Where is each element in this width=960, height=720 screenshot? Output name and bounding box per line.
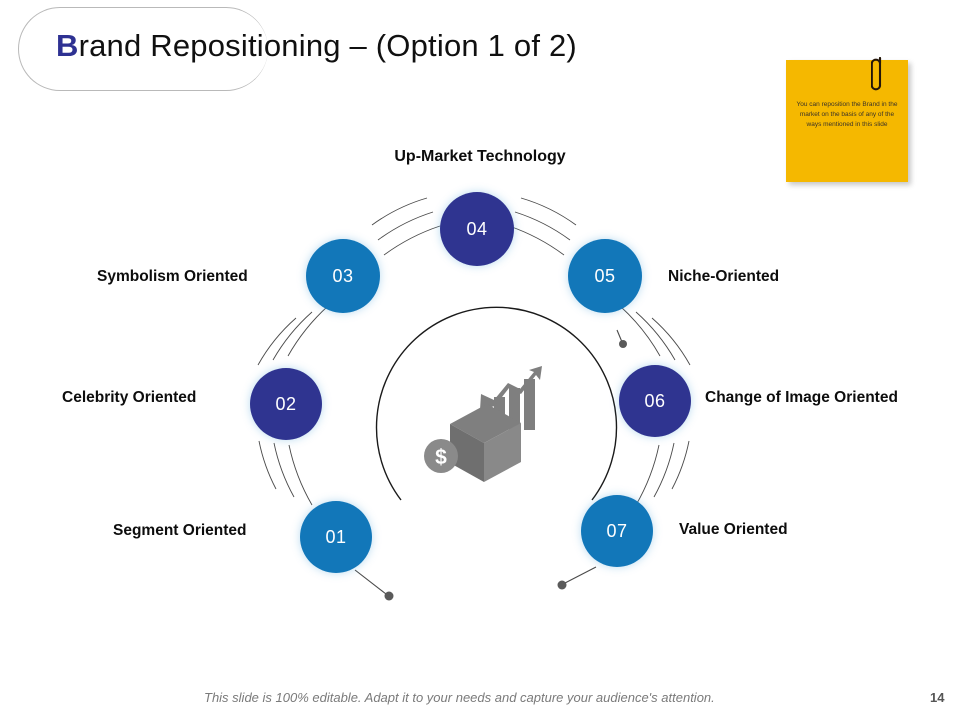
svg-text:$: $: [435, 446, 447, 469]
sticky-note[interactable]: You can reposition the Brand in the mark…: [786, 60, 908, 182]
node-number-02: 02: [275, 393, 297, 414]
node-circle-03[interactable]: 03: [306, 239, 380, 313]
footer-note: This slide is 100% editable. Adapt it to…: [204, 690, 715, 705]
page-title: Brand Repositioning – (Option 1 of 2): [56, 28, 577, 64]
node-circle-02[interactable]: 02: [250, 368, 322, 440]
node-circle-05[interactable]: 05: [568, 239, 642, 313]
center-ring: [375, 306, 618, 501]
node-number-07: 07: [606, 520, 628, 541]
node-label-02: Celebrity Oriented: [62, 389, 197, 406]
node-label-01: Segment Oriented: [113, 522, 247, 539]
sticky-note-text: You can reposition the Brand in the mark…: [796, 101, 898, 128]
node-label-06: Change of Image Oriented: [705, 389, 898, 406]
node-circle-04[interactable]: 04: [440, 192, 514, 266]
node-label-07: Value Oriented: [679, 521, 788, 538]
node-number-05: 05: [594, 265, 616, 286]
page-title-rest: rand Repositioning – (Option 1 of 2): [78, 28, 577, 63]
top-heading-label: Up-Market Technology: [394, 148, 566, 165]
page-title-accent-letter: B: [56, 28, 79, 63]
page-number: 14: [930, 690, 945, 705]
node-number-01: 01: [325, 526, 347, 547]
node-number-06: 06: [644, 390, 666, 411]
node-circle-07[interactable]: 07: [581, 495, 653, 567]
node-label-03: Symbolism Oriented: [97, 268, 248, 285]
growth-box-dollar-icon: $: [424, 366, 542, 482]
paperclip-icon: [871, 56, 882, 91]
node-number-03: 03: [332, 265, 354, 286]
title-decoration-outline: [18, 7, 268, 91]
node-circle-01[interactable]: 01: [300, 501, 372, 573]
leader-lines: [354, 329, 627, 601]
node-number-04: 04: [466, 218, 488, 239]
node-circle-06[interactable]: 06: [619, 365, 691, 437]
node-label-05: Niche-Oriented: [668, 268, 780, 285]
